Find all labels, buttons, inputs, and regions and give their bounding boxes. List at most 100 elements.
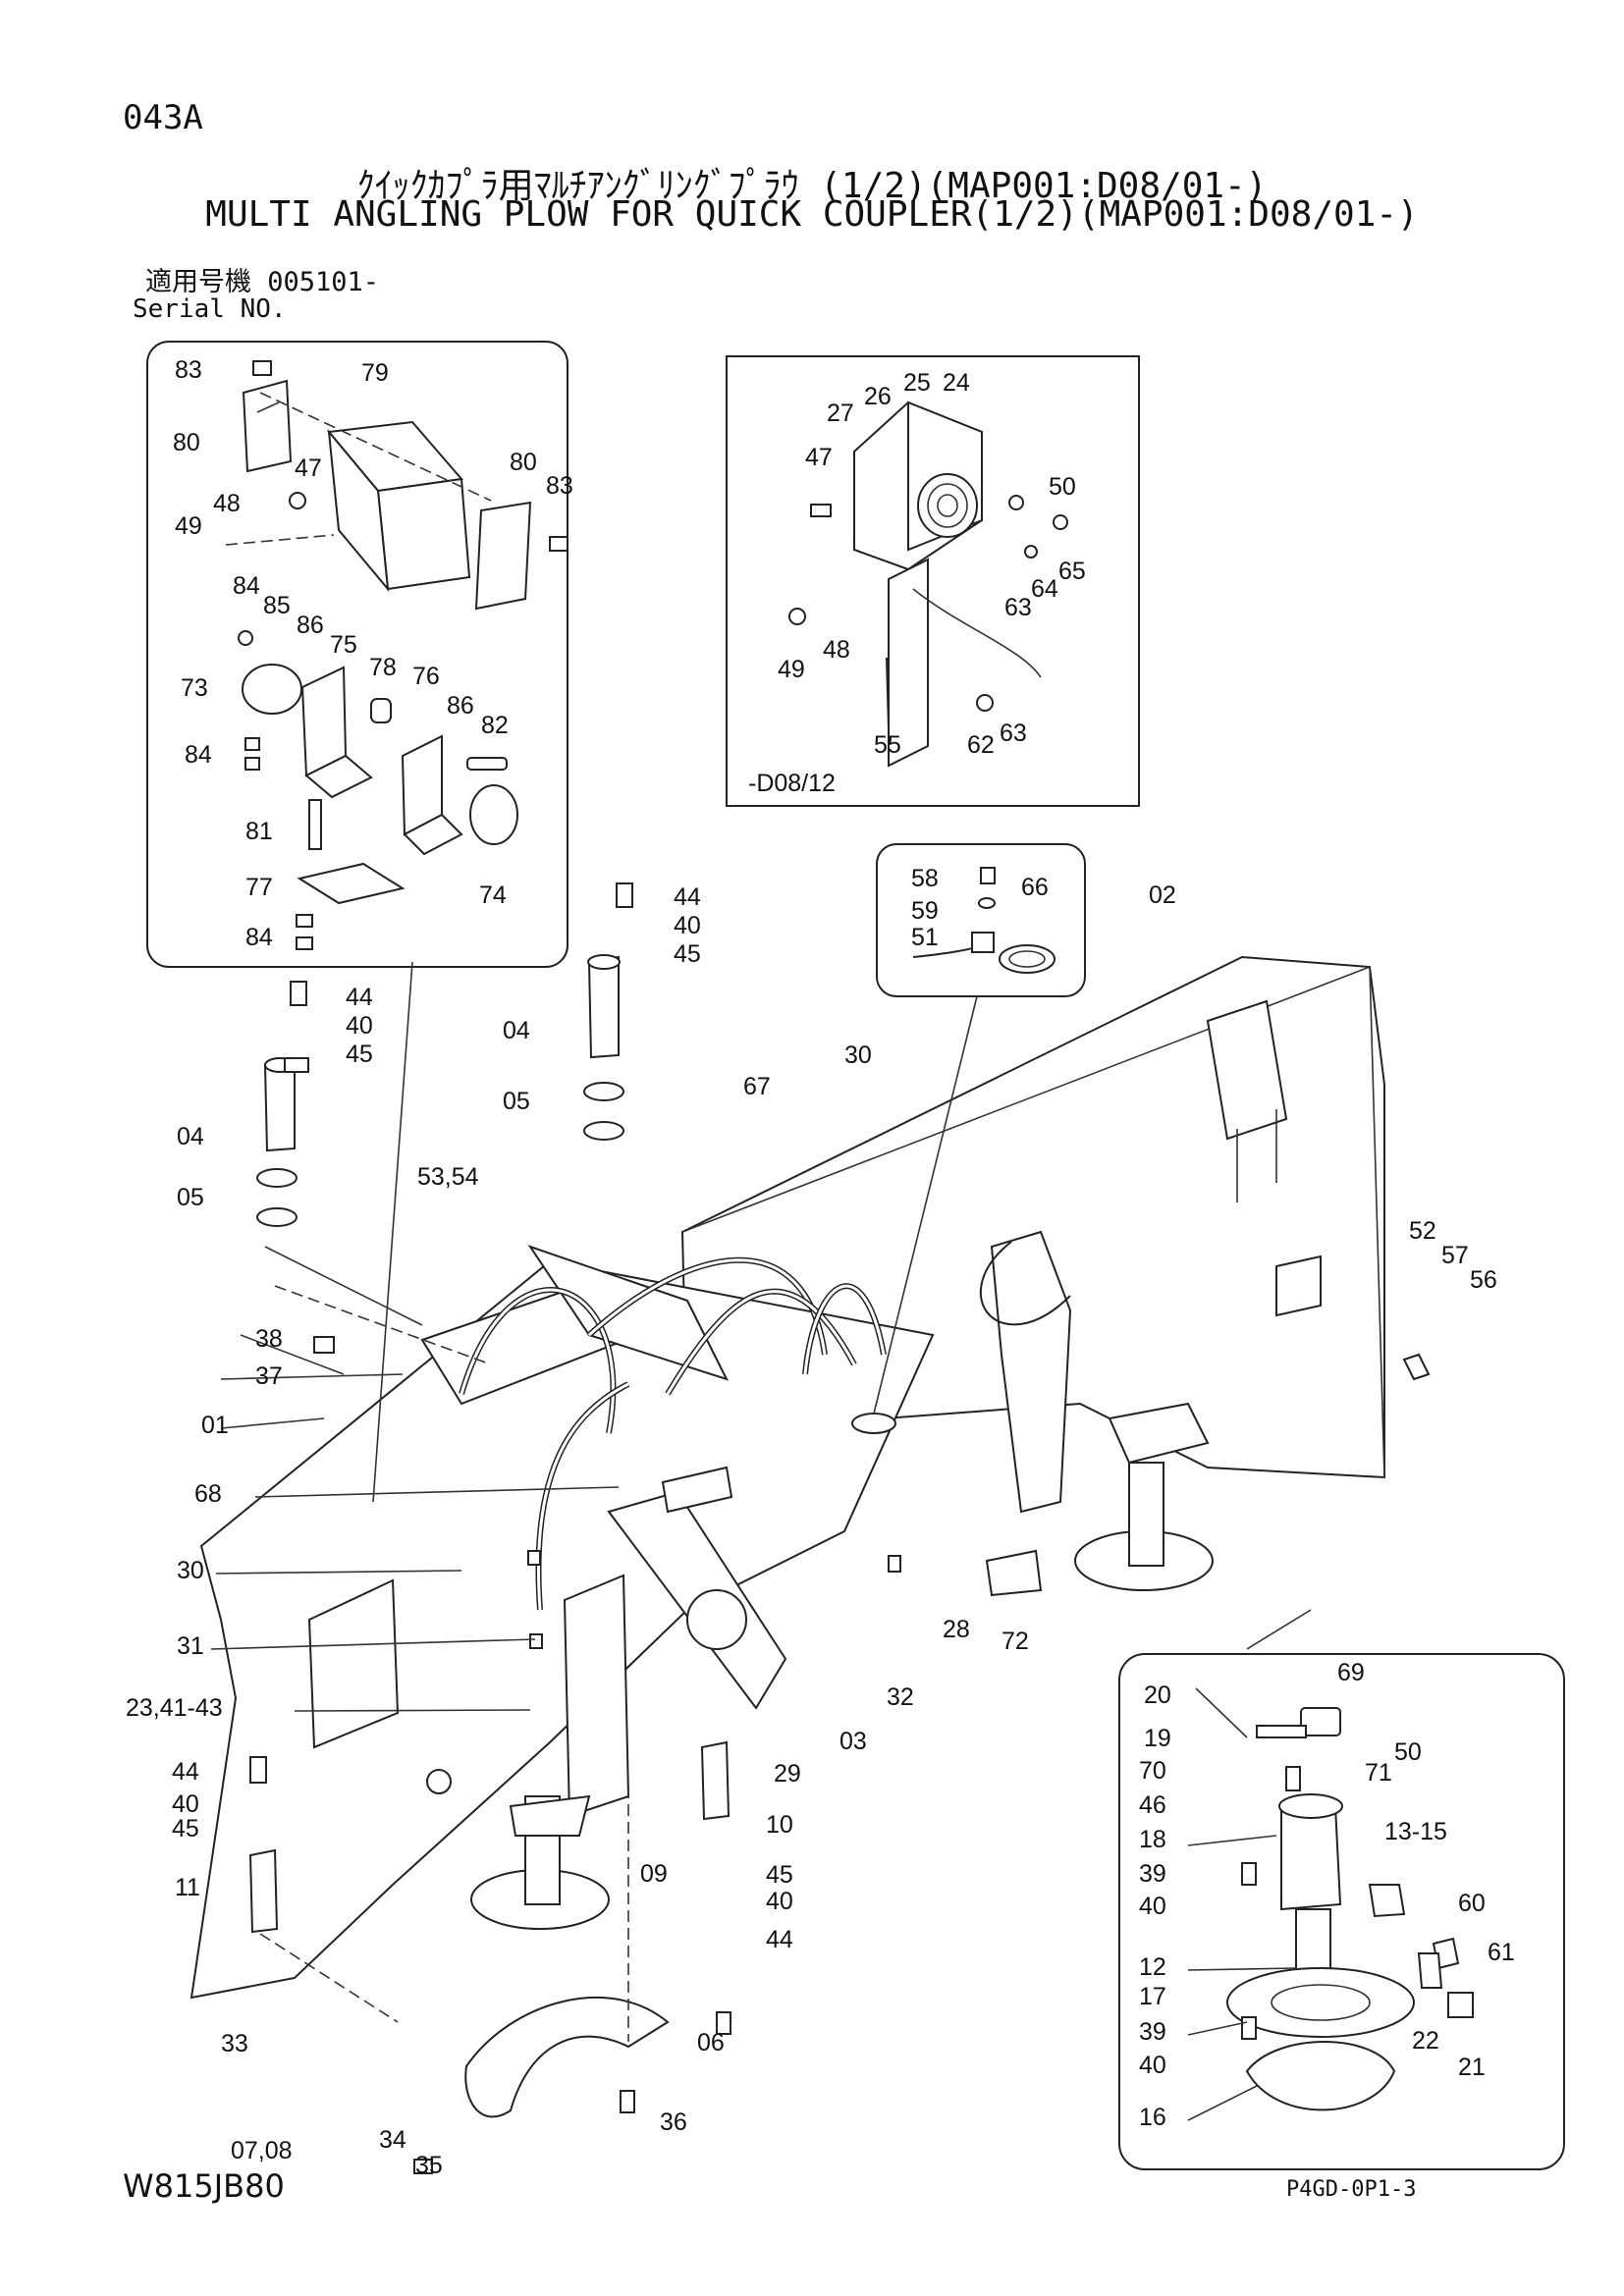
callout: 59: [911, 897, 939, 925]
callout: 70: [1139, 1757, 1166, 1785]
callout: 26: [864, 383, 892, 410]
callout: 77: [245, 874, 273, 901]
inset-note: -D08/12: [748, 770, 836, 797]
swivel-detail-drawing: [1226, 1707, 1474, 2111]
callout: 76: [412, 663, 440, 690]
callout: 40: [1139, 1893, 1166, 1920]
callout: 66: [1021, 874, 1049, 901]
callout: 47: [295, 454, 322, 482]
callout: 60: [1458, 1890, 1486, 1917]
title-japanese: ｸｲｯｸｶﾌﾟﾗ用ﾏﾙﾁｱﾝｸﾞﾘﾝｸﾞﾌﾟﾗｳ (1/2)(MAP001:D0…: [356, 166, 1268, 206]
callout: 20: [1144, 1682, 1171, 1709]
callout-labels: 83 79 80 47 80 83 48 49 84 85 86 75 78 7…: [126, 356, 1515, 2179]
callout: 36: [660, 2109, 687, 2136]
callout: 23,41-43: [126, 1694, 223, 1722]
serial-label: Serial NO.: [133, 294, 287, 324]
callout: 85: [263, 592, 291, 619]
callout: 86: [297, 612, 324, 639]
sheet-code: P4GD-0P1-3: [1286, 2177, 1417, 2202]
callout: 45: [346, 1041, 373, 1068]
callout: 09: [640, 1860, 668, 1888]
callout: 49: [778, 656, 805, 683]
page-code: 043A: [123, 98, 203, 137]
callout: 27: [827, 400, 854, 427]
callout: 22: [1412, 2027, 1439, 2055]
callout: 18: [1139, 1826, 1166, 1853]
callout: 33: [221, 2030, 248, 2057]
callout: 10: [766, 1811, 793, 1839]
callout: 19: [1144, 1725, 1171, 1752]
callout: 34: [379, 2126, 406, 2154]
callout: 40: [674, 912, 701, 939]
callout: 84: [185, 741, 212, 769]
callout: 48: [823, 636, 850, 664]
callout: 30: [177, 1557, 204, 1584]
callout: 82: [481, 712, 509, 739]
callout: 45: [674, 940, 701, 968]
callout: 13-15: [1384, 1818, 1447, 1845]
callout: 05: [177, 1184, 204, 1211]
callout: 39: [1139, 1860, 1166, 1888]
callout: 79: [361, 359, 389, 387]
callout: 74: [479, 881, 507, 909]
callout: 44: [766, 1926, 793, 1953]
callout: 16: [1139, 2104, 1166, 2131]
callout: 83: [175, 356, 202, 384]
lamp-cover-drawing: [225, 379, 532, 646]
callout: 29: [774, 1760, 801, 1788]
callout: 68: [194, 1480, 222, 1508]
callout: 84: [245, 924, 273, 951]
callout: 53,54: [417, 1163, 479, 1191]
callout: 03: [839, 1728, 867, 1755]
callout: 73: [181, 674, 208, 702]
callout: 05: [503, 1088, 530, 1115]
callout: 50: [1394, 1738, 1422, 1766]
inset-lamp-assembly: [146, 341, 568, 968]
inset-warning-horn: [726, 355, 1140, 807]
callout: 55: [874, 731, 901, 759]
callout: 25: [903, 369, 931, 397]
callout: 12: [1139, 1953, 1166, 1981]
callout: 07,08: [231, 2137, 293, 2164]
callout: 44: [346, 984, 373, 1011]
callout: 67: [743, 1073, 771, 1100]
callout: 45: [766, 1861, 793, 1889]
callout: 17: [1139, 1983, 1166, 2010]
callout: 40: [766, 1888, 793, 1915]
callout: 35: [415, 2152, 443, 2179]
callout: 50: [1049, 473, 1076, 501]
callout: 04: [177, 1123, 204, 1150]
title-english: MULTI ANGLING PLOW FOR QUICK COUPLER(1/2…: [205, 194, 1419, 235]
callout: 02: [1149, 881, 1176, 909]
callout: 80: [173, 429, 200, 456]
callout: 56: [1470, 1266, 1497, 1294]
callout: 64: [1031, 575, 1058, 603]
callout: 62: [967, 731, 995, 759]
horn-drawing: [788, 400, 1068, 768]
callout: 52: [1409, 1217, 1436, 1245]
callout: 01: [201, 1412, 229, 1439]
callout: 51: [911, 924, 939, 951]
callout: 31: [177, 1632, 204, 1660]
callout: 04: [503, 1017, 530, 1044]
callout: 48: [213, 490, 241, 517]
callout: 37: [255, 1362, 283, 1390]
callout: 58: [911, 865, 939, 892]
callout: 40: [172, 1790, 199, 1818]
callout: 86: [447, 692, 474, 720]
inset-hose-clamp: [876, 843, 1086, 997]
callout: 40: [346, 1012, 373, 1040]
lamp-brackets-drawing: [242, 360, 568, 950]
callout: 24: [943, 369, 970, 397]
callout: 21: [1458, 2054, 1486, 2081]
callout: 69: [1337, 1659, 1365, 1686]
callout: 44: [674, 883, 701, 911]
callout: 28: [943, 1616, 970, 1643]
serial-range-japanese: 適用号機 005101-: [145, 267, 380, 297]
inset-swivel-foot: [1118, 1653, 1565, 2170]
callout: 83: [546, 472, 573, 500]
callout: 84: [233, 572, 260, 600]
leader-lines: [210, 961, 1312, 2121]
callout: 61: [1488, 1939, 1515, 1966]
